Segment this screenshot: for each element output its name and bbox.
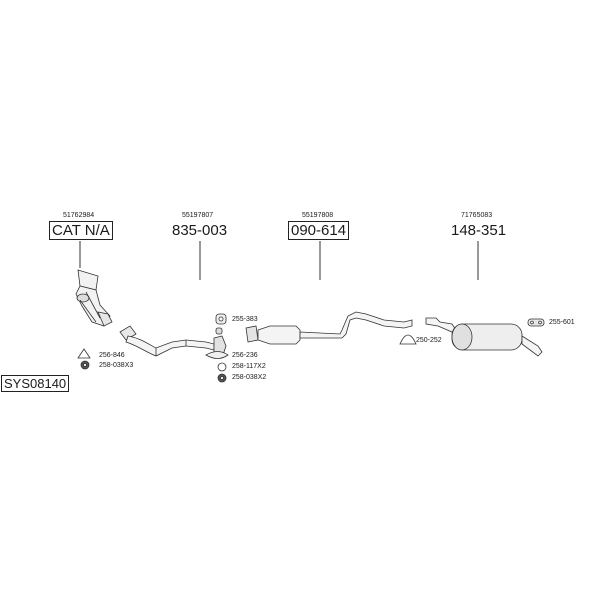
accessory-code[interactable]: 250-252 — [416, 337, 442, 344]
flange-gasket-icon — [205, 351, 229, 359]
center-pipe-drawing — [245, 311, 413, 345]
accessory-code[interactable]: 255-383 — [232, 316, 258, 323]
oe-number: 55197807 — [182, 212, 214, 219]
system-code: SYS08140 — [1, 375, 70, 392]
nut-icon-2 — [217, 373, 227, 383]
nut-icon — [80, 360, 90, 370]
part-number[interactable]: 835-003 — [172, 222, 228, 239]
mounting-rubber-icon — [215, 313, 227, 325]
oe-number: 71765083 — [461, 212, 493, 219]
accessory-code[interactable]: 258-038X2 — [232, 374, 267, 381]
rubber-hanger-icon — [527, 318, 545, 327]
part-number[interactable]: CAT N/A — [49, 221, 113, 240]
part-number[interactable]: 090-614 — [288, 221, 350, 240]
rear-silencer-drawing — [425, 317, 543, 357]
accessory-code[interactable]: 258-117X2 — [232, 363, 266, 370]
clamp-icon — [399, 334, 417, 345]
part-number[interactable]: 148-351 — [451, 222, 507, 239]
accessory-code[interactable]: 258-038X3 — [99, 362, 134, 369]
accessory-code[interactable]: 256-236 — [232, 352, 258, 359]
triangle-gasket-icon — [77, 348, 91, 359]
ring-gasket-icon — [217, 362, 227, 372]
catalytic-converter-drawing — [75, 269, 113, 327]
oe-number: 51762984 — [63, 212, 95, 219]
accessory-code[interactable]: 255-601 — [549, 319, 575, 326]
oe-number: 55197808 — [302, 212, 334, 219]
accessory-code[interactable]: 256-846 — [99, 352, 125, 359]
